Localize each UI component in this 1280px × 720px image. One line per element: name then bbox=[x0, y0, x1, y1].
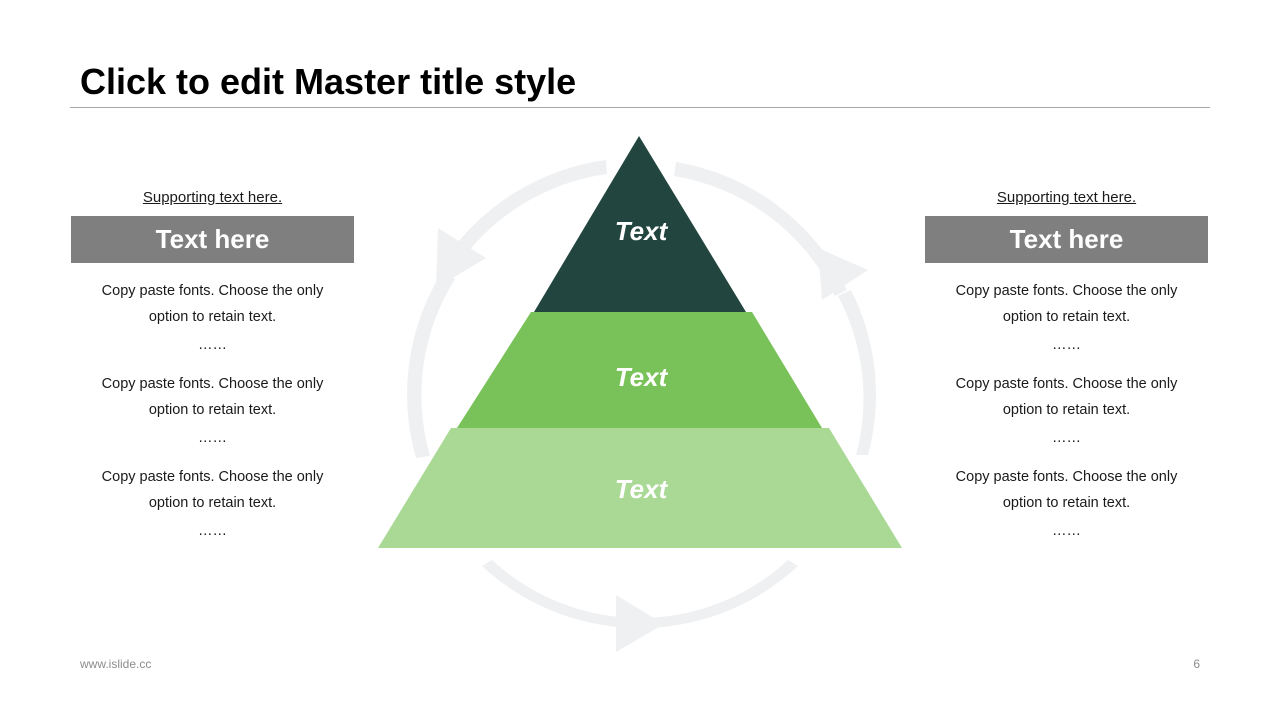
left-supporting-text[interactable]: Supporting text here. bbox=[142, 189, 283, 206]
cycle-arc-top-left bbox=[446, 160, 607, 265]
left-item-1-line2: option to retain text. bbox=[148, 309, 277, 325]
right-item-1: Copy paste fonts. Choose the only option… bbox=[925, 278, 1208, 360]
cycle-arrows bbox=[407, 160, 876, 652]
left-item-2-line2: option to retain text. bbox=[148, 402, 277, 418]
left-item-1-dots: …… bbox=[198, 337, 227, 353]
right-panel: Supporting text here. Text here Copy pas… bbox=[925, 186, 1208, 546]
left-item-3-line1: Copy paste fonts. Choose the only bbox=[101, 469, 324, 485]
left-item-3-line2: option to retain text. bbox=[148, 495, 277, 511]
left-item-3: Copy paste fonts. Choose the only option… bbox=[71, 464, 354, 546]
right-item-1-line2: option to retain text. bbox=[1002, 309, 1131, 325]
left-item-1: Copy paste fonts. Choose the only option… bbox=[71, 278, 354, 360]
right-header-box[interactable]: Text here bbox=[925, 216, 1208, 263]
right-item-2: Copy paste fonts. Choose the only option… bbox=[925, 371, 1208, 453]
pyramid-tier-top[interactable] bbox=[534, 136, 746, 312]
right-item-3: Copy paste fonts. Choose the only option… bbox=[925, 464, 1208, 546]
left-item-2: Copy paste fonts. Choose the only option… bbox=[71, 371, 354, 453]
pyramid-tier-bottom[interactable] bbox=[378, 428, 902, 548]
pyramid-tier-middle[interactable] bbox=[457, 312, 822, 428]
left-header-box[interactable]: Text here bbox=[71, 216, 354, 263]
left-item-2-line1: Copy paste fonts. Choose the only bbox=[101, 376, 324, 392]
title-divider bbox=[70, 107, 1210, 108]
cycle-arrowhead-bottom bbox=[616, 595, 664, 652]
pyramid-tier-bottom-label: Text bbox=[615, 474, 669, 504]
footer-url[interactable]: www.islide.cc bbox=[80, 657, 152, 671]
right-item-2-line1: Copy paste fonts. Choose the only bbox=[955, 376, 1178, 392]
right-item-2-dots: …… bbox=[1052, 430, 1081, 446]
right-item-3-line1: Copy paste fonts. Choose the only bbox=[955, 469, 1178, 485]
cycle-arc-bottom bbox=[482, 560, 798, 629]
page-number: 6 bbox=[1193, 657, 1200, 671]
pyramid-tier-middle-label: Text bbox=[615, 362, 669, 392]
slide-title: Click to edit Master title style bbox=[80, 61, 577, 102]
right-item-3-line2: option to retain text. bbox=[1002, 495, 1131, 511]
left-item-1-line1: Copy paste fonts. Choose the only bbox=[101, 283, 324, 299]
cycle-arrowhead-right bbox=[818, 248, 868, 300]
cycle-arc-right bbox=[838, 290, 876, 455]
right-supporting-text[interactable]: Supporting text here. bbox=[996, 189, 1137, 206]
left-panel: Supporting text here. Text here Copy pas… bbox=[71, 186, 354, 546]
left-item-2-dots: …… bbox=[198, 430, 227, 446]
right-item-3-dots: …… bbox=[1052, 523, 1081, 539]
pyramid-tier-top-label: Text bbox=[615, 216, 669, 246]
right-item-1-dots: …… bbox=[1052, 337, 1081, 353]
right-item-1-line1: Copy paste fonts. Choose the only bbox=[955, 283, 1178, 299]
left-item-3-dots: …… bbox=[198, 523, 227, 539]
right-item-2-line2: option to retain text. bbox=[1002, 402, 1131, 418]
cycle-arc-left bbox=[407, 272, 455, 458]
